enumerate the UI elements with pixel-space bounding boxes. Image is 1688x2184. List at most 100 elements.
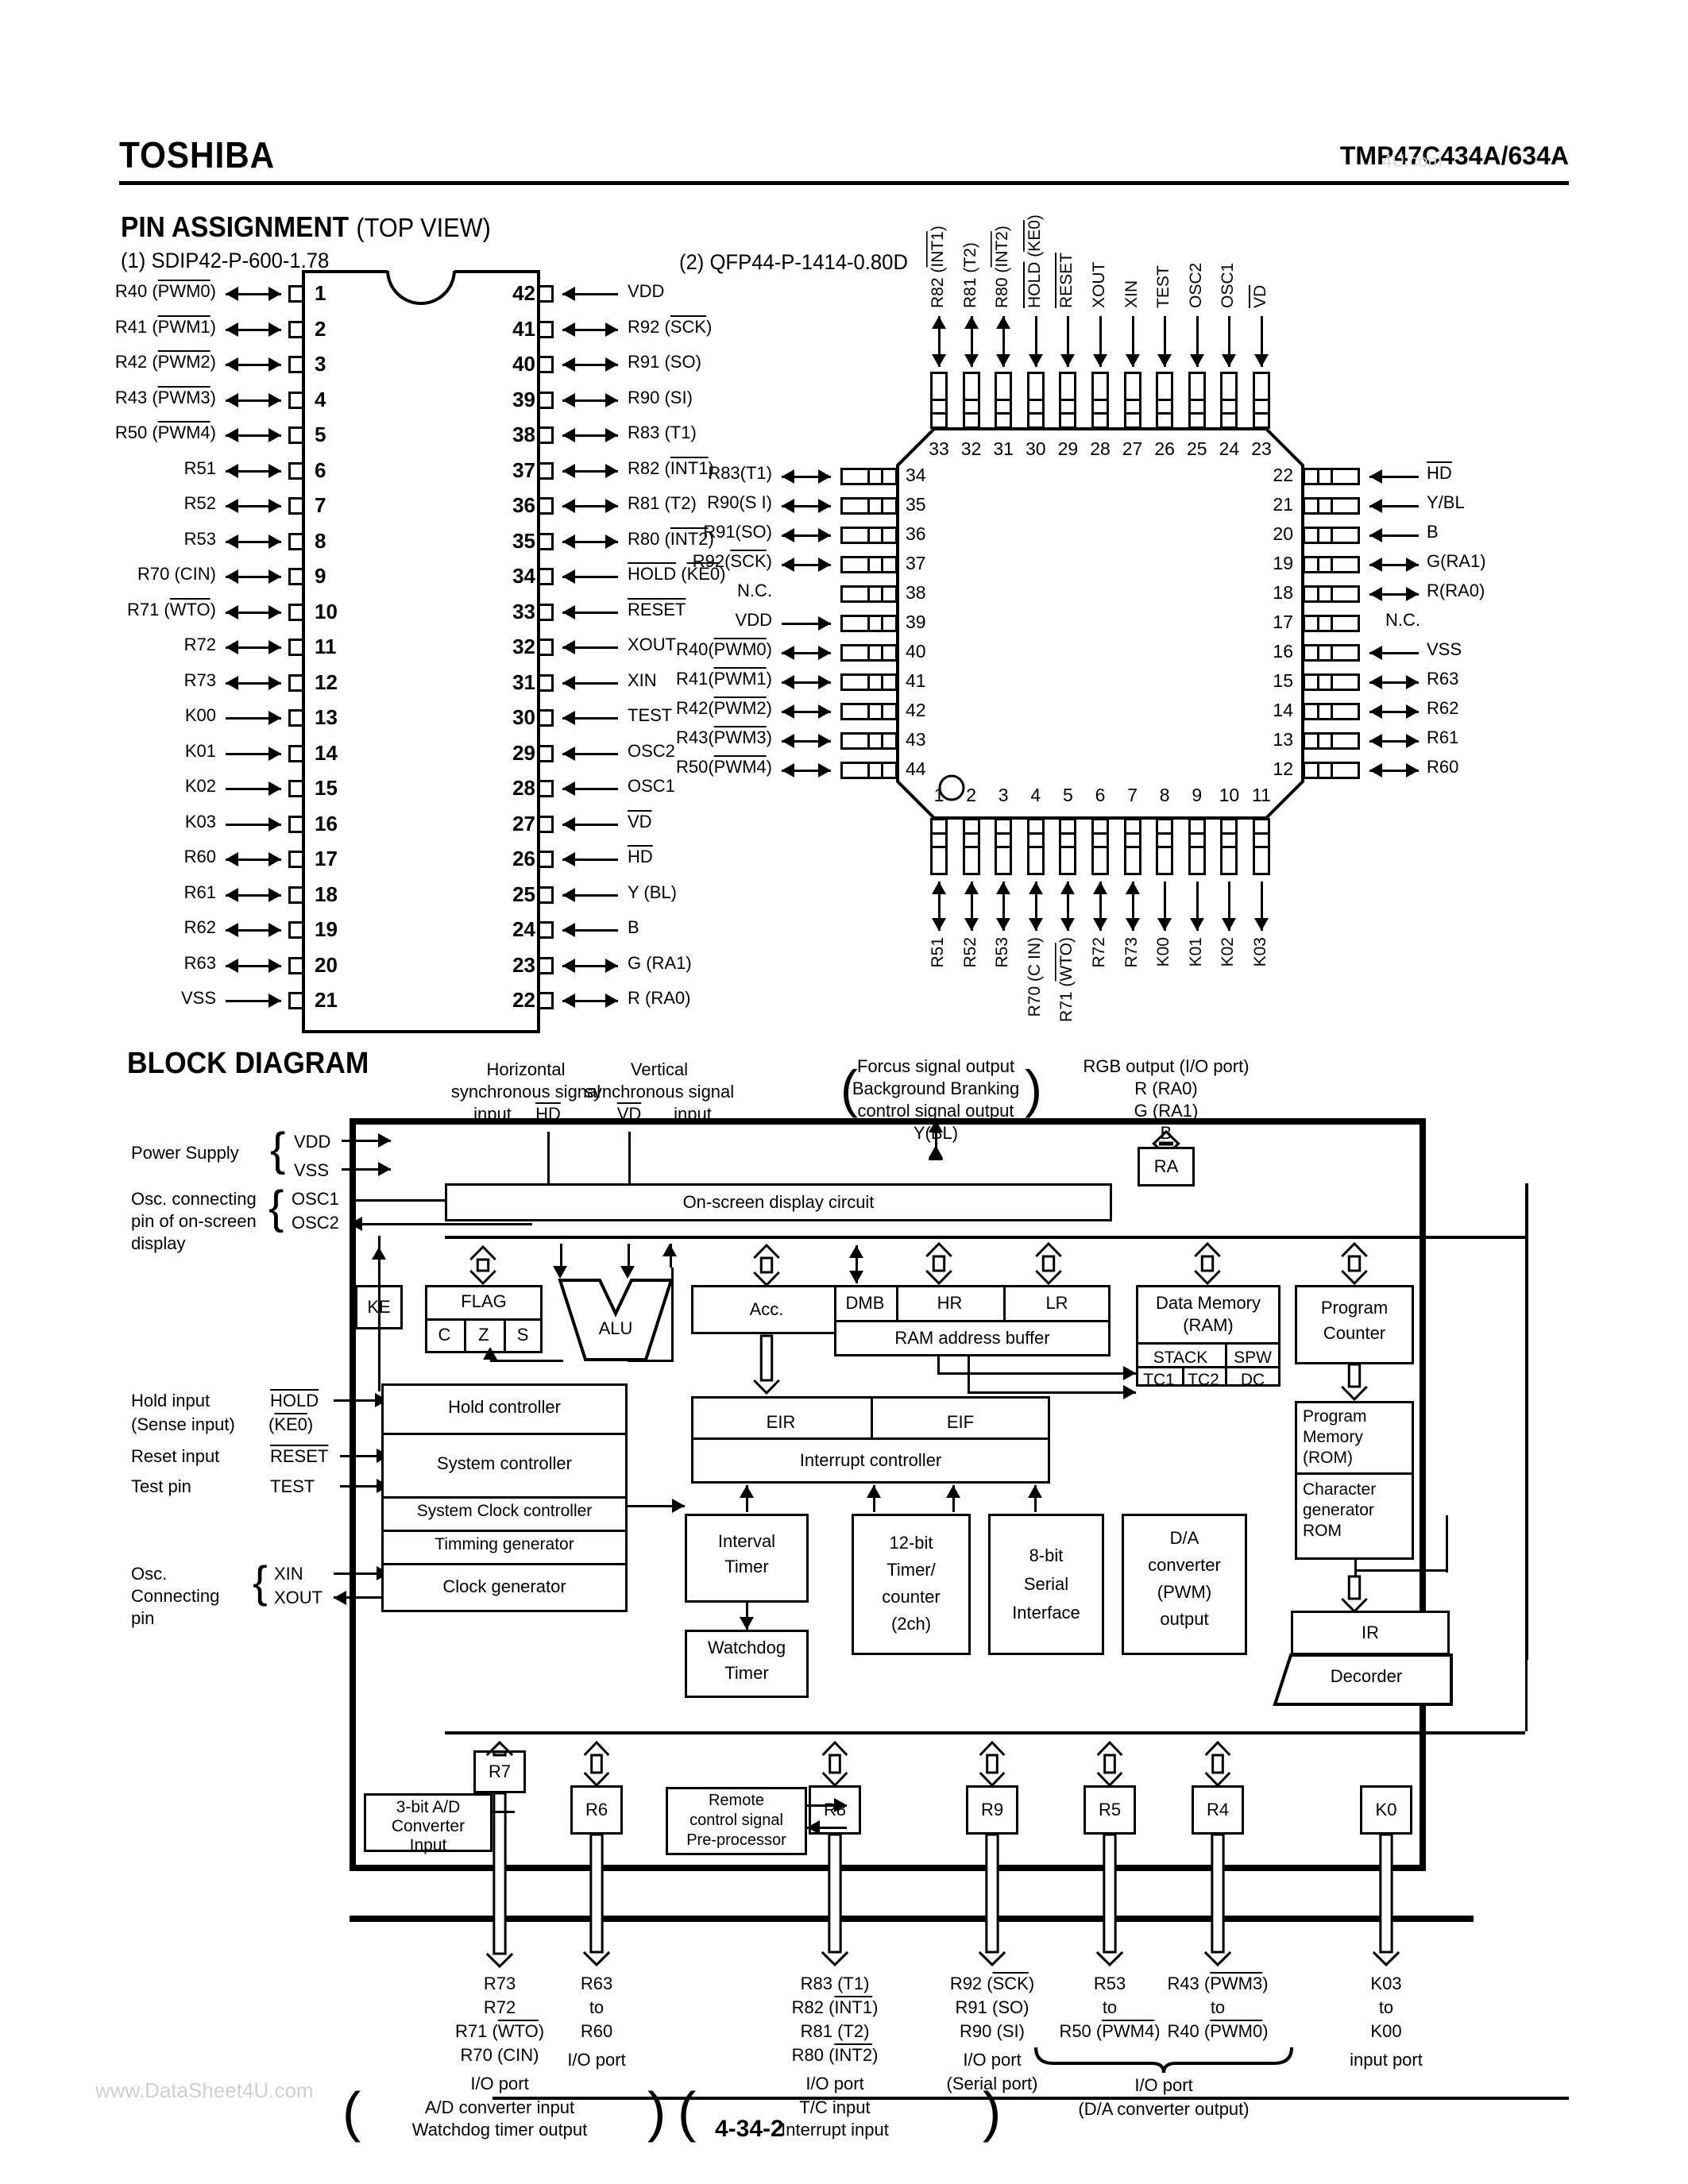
qfp-right-pin-arrow xyxy=(1369,652,1419,654)
sdip-right-pin-arrow xyxy=(562,434,618,437)
qfp-pin-number: 25 xyxy=(1187,438,1207,459)
qfp-bottom-pin-label: R52 xyxy=(960,937,979,968)
qfp-pin-number: 21 xyxy=(1273,494,1293,515)
arrow-head-down xyxy=(1222,354,1237,367)
arrow-head-down xyxy=(1028,354,1043,367)
da-label-2: converter xyxy=(1148,1555,1221,1575)
sdip-pin-number: 26 xyxy=(512,847,535,870)
xin-label: XIN xyxy=(274,1564,303,1584)
qfp-left-pin-label: R43(PWM3) xyxy=(675,727,772,747)
reset-label: Reset input xyxy=(131,1446,220,1466)
sdip-right-pin-label: RESET xyxy=(628,599,686,619)
qfp-pin-number: 17 xyxy=(1273,612,1293,632)
arrow-head-down xyxy=(996,354,1011,367)
sdip-pin-number: 18 xyxy=(315,882,338,906)
sdip-right-pin-label: Y (BL) xyxy=(628,882,677,902)
arrow-head-right xyxy=(818,558,831,572)
qfp-lead-notch xyxy=(995,846,1013,848)
pc-to-pm-arrow xyxy=(1341,1363,1368,1402)
sdip-pin-number: 7 xyxy=(315,493,326,517)
timming-generator-label: Timming generator xyxy=(435,1535,574,1553)
qfp-lead-notch xyxy=(1331,527,1333,544)
arrow-head-left xyxy=(562,569,575,584)
qfp-bottom-pin-label: K03 xyxy=(1251,937,1269,967)
arrow-head-left xyxy=(226,640,238,654)
sdip-left-pin-label: R60 xyxy=(183,847,216,866)
spw-label: SPW xyxy=(1234,1349,1272,1367)
top-view-text: (TOP VIEW) xyxy=(356,213,491,242)
qfp-pin-number: 44 xyxy=(906,758,926,779)
data-memory-bus-arrow xyxy=(1194,1241,1221,1286)
arrow-head-down xyxy=(849,1271,863,1283)
serial-interface-block xyxy=(988,1514,1104,1655)
ke-bus-v xyxy=(378,1236,380,1391)
tc1-label: TC1 xyxy=(1143,1371,1175,1389)
sdip-left-pin-label: K03 xyxy=(184,811,216,832)
arrow-head-right xyxy=(605,357,618,372)
sdip-left-pin-label: R72 xyxy=(183,635,216,654)
arrow-head-up xyxy=(1028,1485,1042,1498)
qfp-pin-number: 19 xyxy=(1273,553,1293,573)
bottom-group-line: to xyxy=(1210,1997,1226,2017)
sdip-right-pin-label: B xyxy=(628,917,639,937)
qfp-pin-number: 37 xyxy=(906,553,926,573)
arrow-head-right xyxy=(268,428,281,442)
qfp-lead-notch xyxy=(1188,832,1206,835)
sdip-pin-pad xyxy=(538,886,554,904)
sdip-left-pin-label: R61 xyxy=(183,882,216,902)
qfp-pin-number: 10 xyxy=(1219,785,1240,805)
bottom-group-line: R80 (INT2) xyxy=(791,2045,879,2065)
flag-bit-divider xyxy=(503,1318,506,1353)
vd-input-arrow xyxy=(628,1132,631,1221)
y-label-1: Forcus signal output xyxy=(856,1056,1015,1076)
sdip-left-pin-arrow xyxy=(226,576,281,578)
bottom-group-line: R70 (CIN) xyxy=(460,2045,539,2065)
sdip-pin-number: 33 xyxy=(512,599,535,623)
qfp-bottom-pin-arrow xyxy=(1034,882,1037,931)
remote-in-line xyxy=(807,1827,847,1829)
qfp-lead-notch xyxy=(881,673,883,691)
sdip-pin-pad xyxy=(288,744,304,762)
port-output-bus-2 xyxy=(821,1833,849,1967)
bottom-group-line: R53 xyxy=(1093,1974,1126,1993)
adc-out-line xyxy=(492,1811,515,1813)
qfp-lead-notch xyxy=(1317,673,1319,691)
qfp-right-pin-label: R62 xyxy=(1427,698,1459,718)
sdip-pin-number: 25 xyxy=(512,882,535,906)
qfp-lead-notch xyxy=(867,644,870,662)
qfp-left-pin-label: R92(SCK) xyxy=(692,551,772,571)
qfp-pin-number: 26 xyxy=(1154,438,1175,459)
ram-lr-label: LR xyxy=(1045,1293,1068,1313)
flag-feed-v xyxy=(490,1353,492,1361)
sdip-pin-pad xyxy=(288,886,304,904)
sdip-left-pin-arrow xyxy=(226,893,281,897)
arrow-head-left xyxy=(1369,587,1382,601)
arrow-head-left xyxy=(1369,763,1382,778)
qfp-lead-notch xyxy=(867,585,870,603)
sdip-pin-pad xyxy=(538,461,554,480)
sdip-pin-number: 30 xyxy=(512,705,535,729)
qfp-pin-number: 38 xyxy=(906,582,926,603)
da-group-brace xyxy=(1034,2047,1293,2074)
qfp-left-pin-label: R42(PWM2) xyxy=(675,698,772,718)
decorder-label: Decorder xyxy=(1330,1666,1403,1686)
sdip-right-pin-arrow xyxy=(562,893,618,897)
arrow-head-down xyxy=(1189,918,1204,931)
serial-label-1: 8-bit xyxy=(1029,1545,1064,1565)
port-bus-arrow-1 xyxy=(821,1740,848,1788)
qfp-lead-notch xyxy=(881,762,883,779)
sdip-pin-pad xyxy=(288,320,304,338)
sdip-left-pin-arrow xyxy=(226,364,281,366)
arrow-head-down xyxy=(964,354,979,367)
alu-feed-head xyxy=(620,1266,635,1279)
qfp-pin-number: 40 xyxy=(906,641,926,662)
sdip-left-pin-label: R52 xyxy=(183,493,216,513)
osc2-arrow-head xyxy=(350,1217,362,1231)
qfp-lead-notch xyxy=(962,846,980,848)
sdip-left-pin-arrow xyxy=(226,434,281,437)
arrow-head-left xyxy=(562,746,575,761)
arrow-head-left xyxy=(226,392,238,407)
qfp-lead-notch xyxy=(1091,846,1109,848)
qfp-pin-number: 39 xyxy=(906,612,926,632)
sdip-pin-pad xyxy=(288,461,304,480)
